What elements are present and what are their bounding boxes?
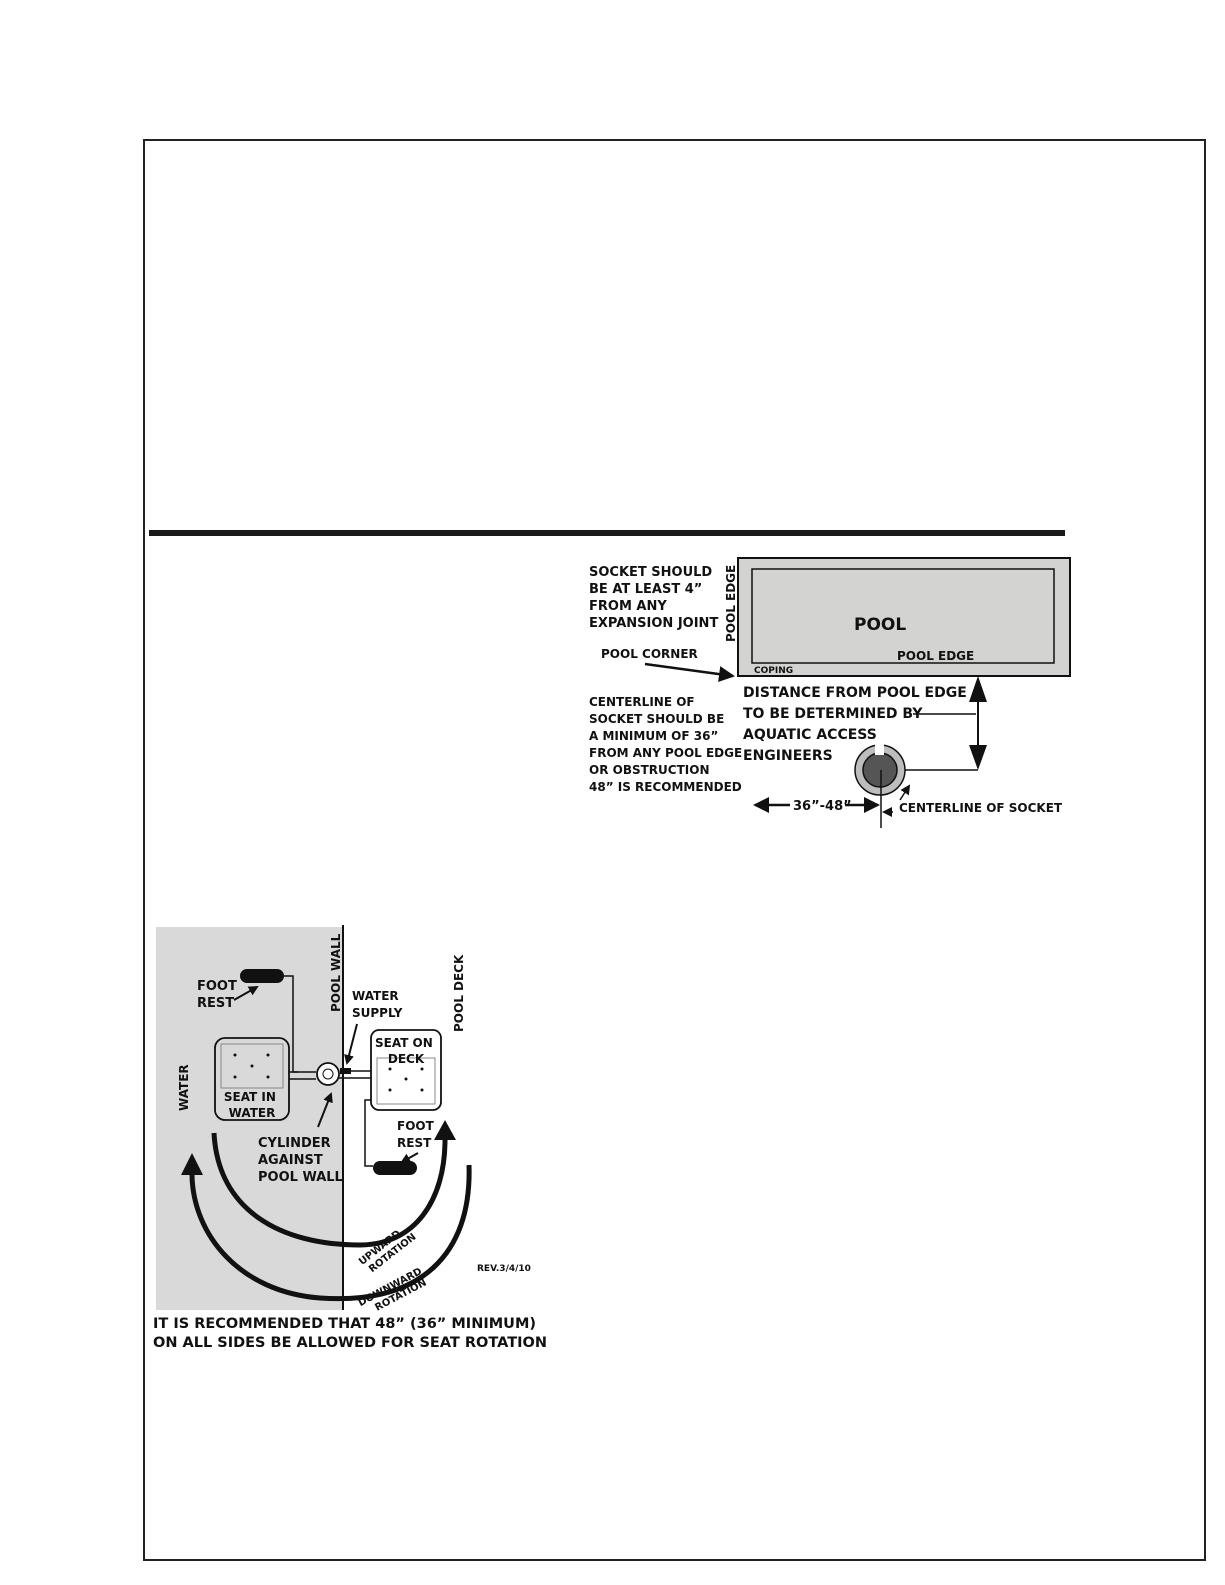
seat-on-deck-inner	[376, 1057, 436, 1105]
recommendation-line: IT IS RECOMMENDED THAT 48” (36” MINIMUM)	[153, 1316, 536, 1332]
seat-on-deck-dot	[388, 1067, 392, 1071]
foot-rest-bottom-line: FOOT	[397, 1119, 435, 1133]
centerline-note-line: 48” IS RECOMMENDED	[589, 780, 742, 794]
upward-rotation-arrowhead	[434, 1120, 456, 1140]
pool-wall-label: POOL WALL	[329, 933, 343, 1012]
recommendation-text: IT IS RECOMMENDED THAT 48” (36” MINIMUM)…	[153, 1316, 547, 1351]
pool-corner-arrow	[644, 662, 735, 683]
socket-note: SOCKET SHOULD BE AT LEAST 4” FROM ANY EX…	[589, 565, 718, 631]
seat-on-deck-line: SEAT ON	[375, 1036, 433, 1050]
socket-note-line: SOCKET SHOULD	[589, 565, 712, 580]
coping-label: COPING	[754, 666, 793, 676]
svg-text:DOWNWARD ROTATION: DOWNWARD ROTATION	[357, 1265, 433, 1320]
water-supply-label: WATER SUPPLY	[352, 989, 403, 1020]
socket-note-line: FROM ANY	[589, 599, 667, 614]
centerline-note: CENTERLINE OF SOCKET SHOULD BE A MINIMUM…	[589, 695, 746, 794]
seat-in-water-line: SEAT IN	[224, 1090, 276, 1104]
centerline-note-line: A MINIMUM OF 36”	[589, 729, 718, 743]
pool-edge-label: POOL EDGE	[897, 649, 974, 663]
foot-rest-bottom	[373, 1161, 417, 1175]
distance-note-line: AQUATIC ACCESS	[743, 727, 877, 743]
foot-rest-bottom-line: REST	[397, 1136, 432, 1150]
water-supply-fitting	[340, 1068, 351, 1074]
centerline-of-socket-label: CENTERLINE OF SOCKET	[899, 801, 1063, 815]
seat-on-deck-dot	[388, 1088, 392, 1092]
cylinder-line: CYLINDER	[258, 1136, 331, 1151]
distance-note: DISTANCE FROM POOL EDGE TO BE DETERMINED…	[743, 685, 972, 764]
seat-in-water-line: WATER	[229, 1106, 276, 1120]
foot-rest-top-arrow	[233, 986, 259, 1001]
seat-in-water-inner	[220, 1043, 284, 1089]
downward-rotation-arrowhead	[181, 1153, 203, 1175]
centerline-note-line: FROM ANY POOL EDGE	[589, 746, 742, 760]
seat-in-water-dot	[266, 1075, 270, 1079]
revision-label: REV.3/4/10	[477, 1264, 531, 1274]
foot-rest-top-label: FOOT REST	[197, 979, 241, 1011]
distance-arrow-head-up	[969, 676, 987, 702]
seat-on-deck-dot	[420, 1088, 424, 1092]
socket-note-line: EXPANSION JOINT	[589, 616, 718, 631]
foot-rest-top	[240, 969, 284, 983]
upward-rotation-arc	[211, 1132, 448, 1248]
page-frame	[143, 139, 1206, 1561]
dimension-label: 36”-48”	[793, 799, 852, 814]
seat-on-deck-label: SEAT ON DECK	[375, 1036, 437, 1066]
seat-in-water-dot	[233, 1075, 237, 1079]
water-label: WATER	[177, 1064, 191, 1111]
socket-notch	[875, 743, 884, 755]
water-supply-arrow	[344, 1023, 358, 1065]
centerline-note-line: SOCKET SHOULD BE	[589, 712, 724, 726]
distance-arrow-head-down	[969, 745, 987, 770]
seat-on-deck-dot	[404, 1077, 408, 1081]
seat-on-deck-dot	[420, 1067, 424, 1071]
section-divider	[149, 530, 1065, 536]
water-supply-line: SUPPLY	[352, 1006, 403, 1020]
centerline-arrow	[899, 784, 911, 801]
seat-in-water-dot	[233, 1053, 237, 1057]
foot-rest-bottom-arrow	[400, 1152, 419, 1163]
socket-note-line: BE AT LEAST 4”	[589, 582, 702, 597]
cylinder-line: POOL WALL	[258, 1170, 343, 1185]
distance-note-line: TO BE DETERMINED BY	[743, 706, 923, 722]
seat-in-water-label: SEAT IN WATER	[224, 1090, 280, 1120]
downward-rotation-label: DOWNWARD ROTATION	[357, 1265, 433, 1320]
cylinder-arrow	[317, 1092, 333, 1128]
foot-rest-top-line: FOOT	[197, 979, 237, 994]
pool-corner-label: POOL CORNER	[601, 647, 698, 661]
seat-in-water-dot	[266, 1053, 270, 1057]
centerline-note-line: CENTERLINE OF	[589, 695, 695, 709]
pool-water-area	[751, 568, 1055, 664]
foot-rest-top-line: REST	[197, 996, 234, 1011]
distance-note-line: DISTANCE FROM POOL EDGE	[743, 685, 967, 701]
cylinder-label: CYLINDER AGAINST POOL WALL	[258, 1136, 343, 1185]
cylinder-core	[322, 1068, 334, 1080]
foot-rest-bottom-label: FOOT REST	[397, 1119, 438, 1150]
pool-deck-label: POOL DECK	[452, 954, 466, 1032]
distance-note-line: ENGINEERS	[743, 748, 833, 764]
pool-edge-vertical-label: POOL EDGE	[724, 565, 738, 642]
cylinder-line: AGAINST	[258, 1153, 323, 1168]
cylinder	[316, 1062, 340, 1086]
seat-on-deck-line: DECK	[388, 1052, 425, 1066]
seat-in-water-dot	[250, 1064, 254, 1068]
foot-rest-bottom-bracket	[364, 1099, 373, 1167]
recommendation-line: ON ALL SIDES BE ALLOWED FOR SEAT ROTATIO…	[153, 1335, 547, 1351]
pool-label: POOL	[854, 615, 906, 635]
water-supply-line: WATER	[352, 989, 399, 1003]
centerline-note-line: OR OBSTRUCTION	[589, 763, 709, 777]
downward-rotation-arc	[189, 1164, 472, 1302]
